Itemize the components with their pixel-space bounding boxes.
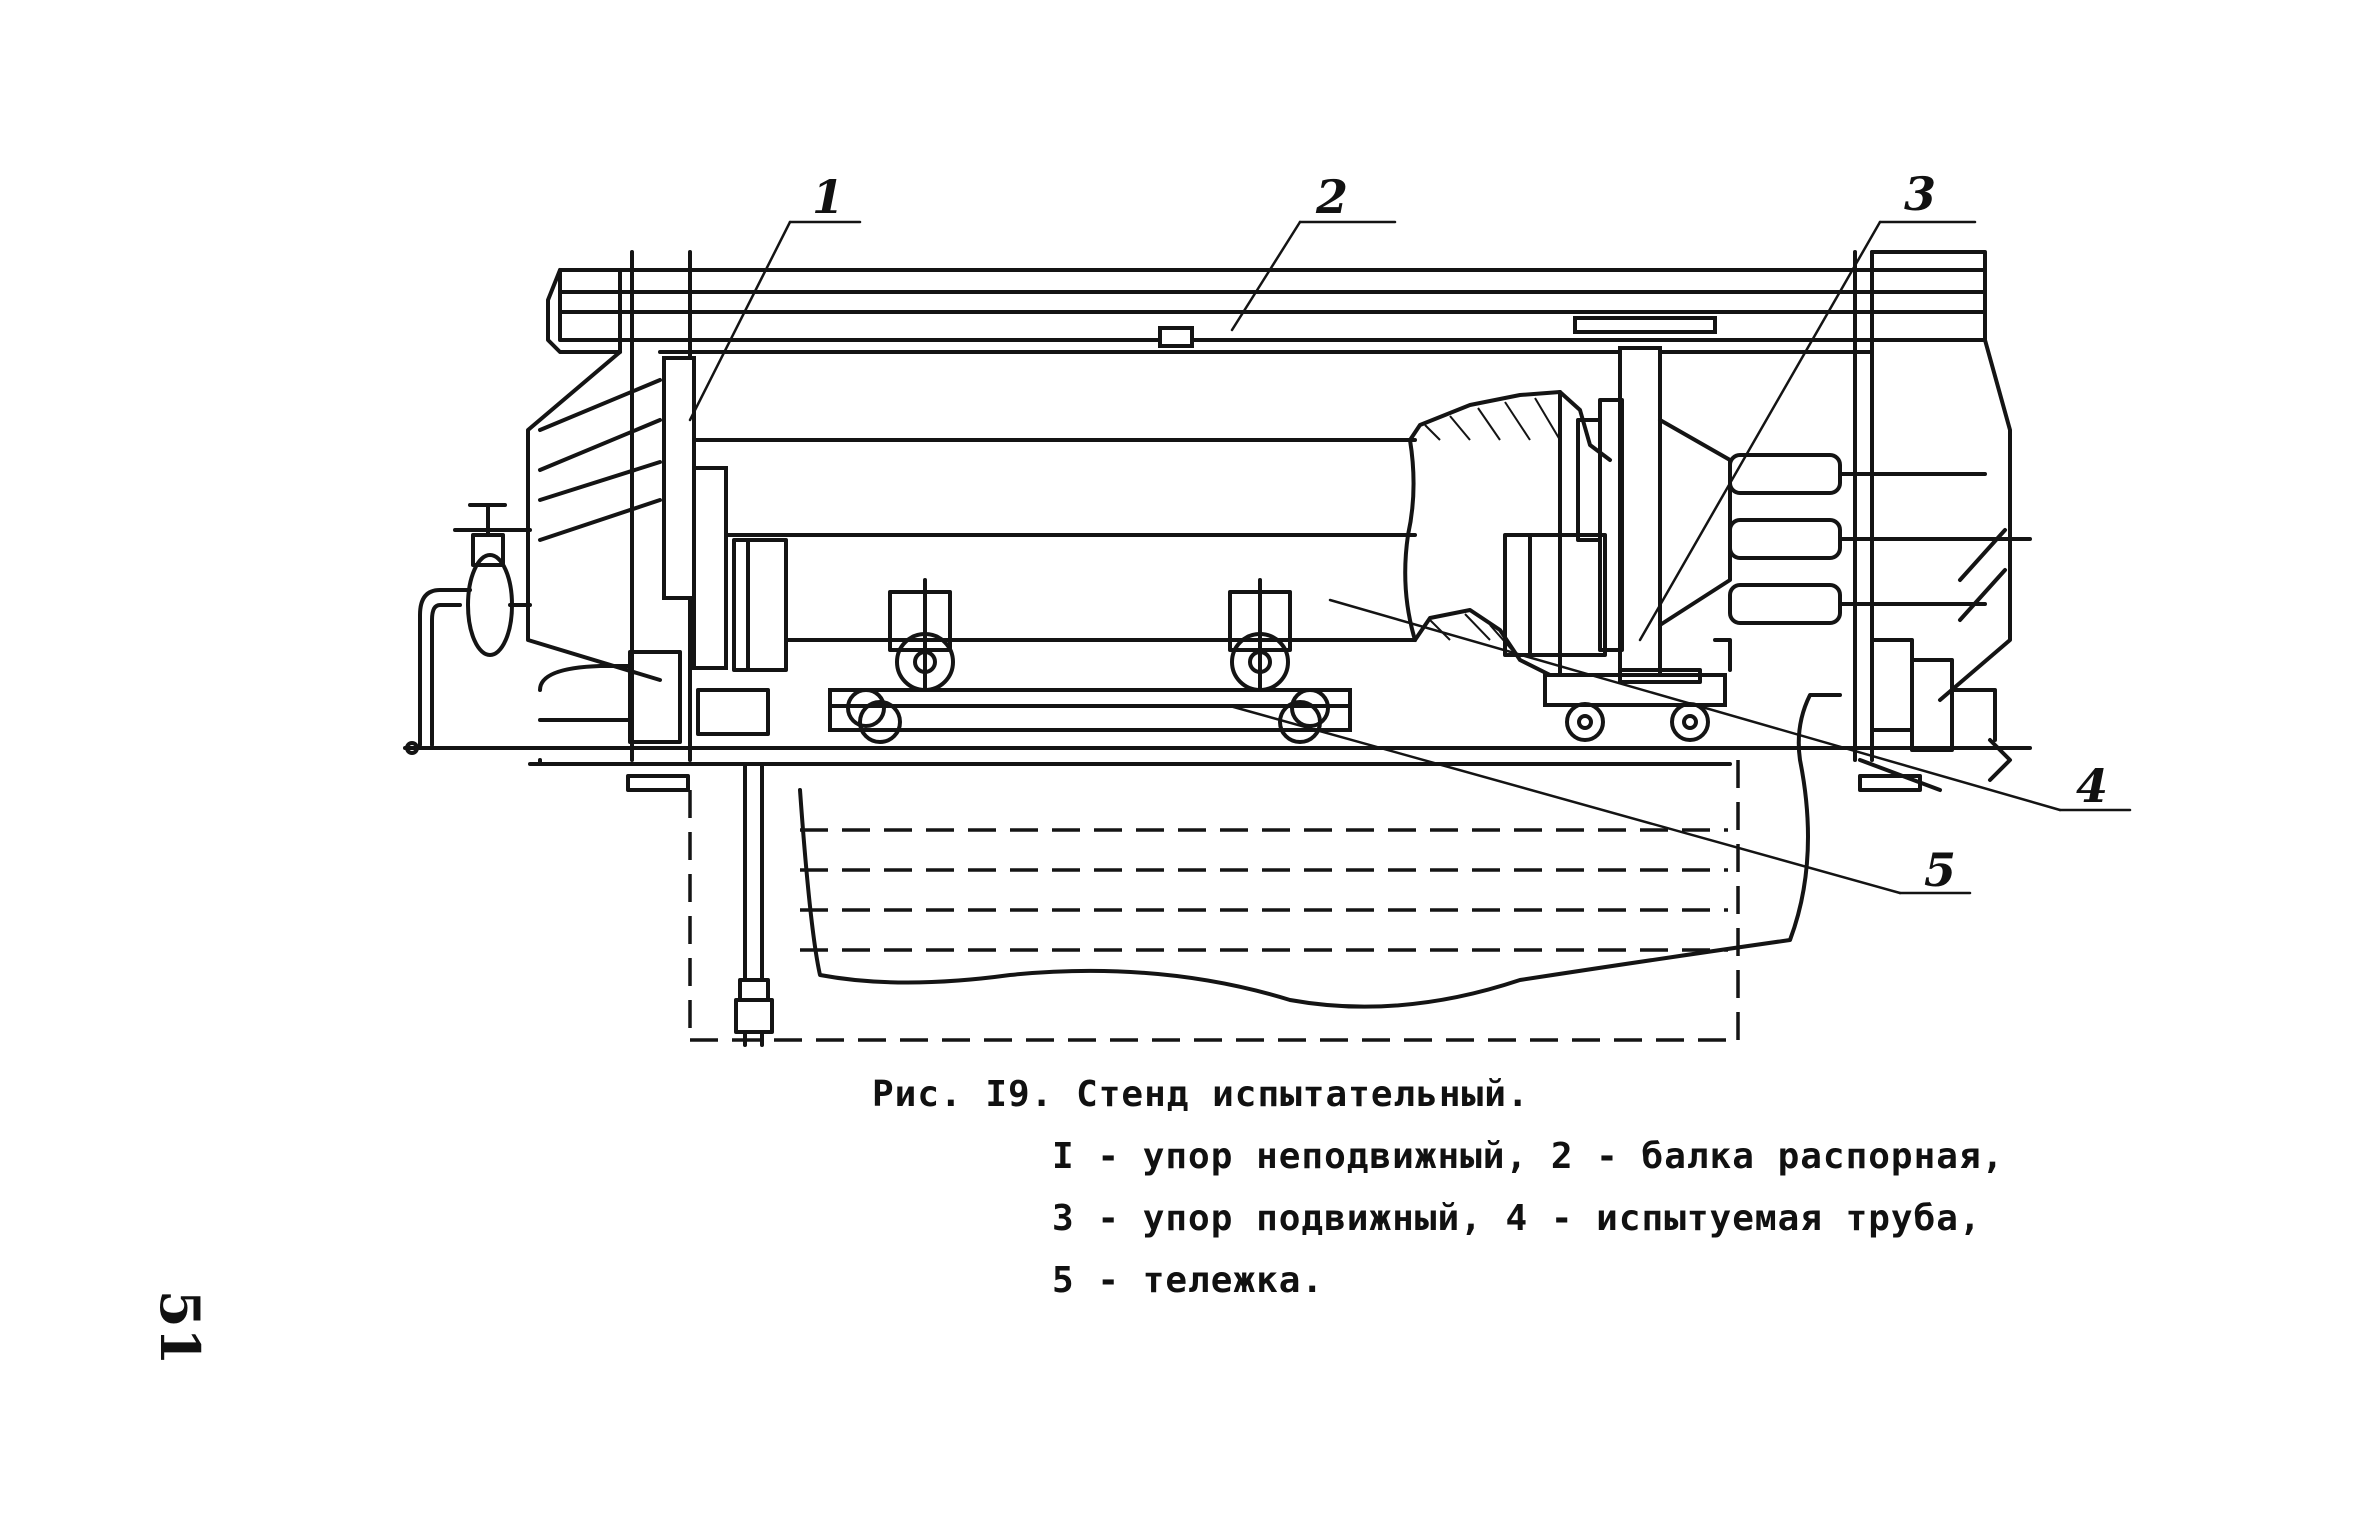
callout-4: 4 <box>2076 759 2108 813</box>
spacer-beam <box>558 268 1987 354</box>
water-tank <box>688 693 1842 1042</box>
base-frame <box>406 738 2032 792</box>
caption-line-1: I - упор неподвижный, 2 - балка распорна… <box>1052 1136 2005 1177</box>
test-pipe <box>692 390 1612 682</box>
drain-pipe <box>734 764 774 1047</box>
valve-assembly <box>403 503 542 755</box>
fixed-stop <box>526 250 788 792</box>
callouts: 1 2 3 4 5 <box>812 167 2108 897</box>
trolley <box>1543 638 1732 742</box>
callout-1: 1 <box>812 170 844 224</box>
callout-2: 2 <box>1315 170 1348 224</box>
movable-stop <box>1503 250 2032 792</box>
caption-title: Рис. I9. Стенд испытательный. <box>872 1074 1530 1115</box>
page-number: 51 <box>148 1290 212 1366</box>
caption-line-2: 3 - упор подвижный, 4 - испытуемая труба… <box>1052 1198 1982 1239</box>
carriage <box>828 578 1352 744</box>
leader-lines <box>688 220 2132 895</box>
caption-line-3: 5 - тележка. <box>1052 1260 1325 1301</box>
callout-3: 3 <box>1904 167 1936 221</box>
callout-5: 5 <box>1924 843 1956 897</box>
figure-caption: Рис. I9. Стенд испытательный. I - упор н… <box>872 1064 2004 1312</box>
